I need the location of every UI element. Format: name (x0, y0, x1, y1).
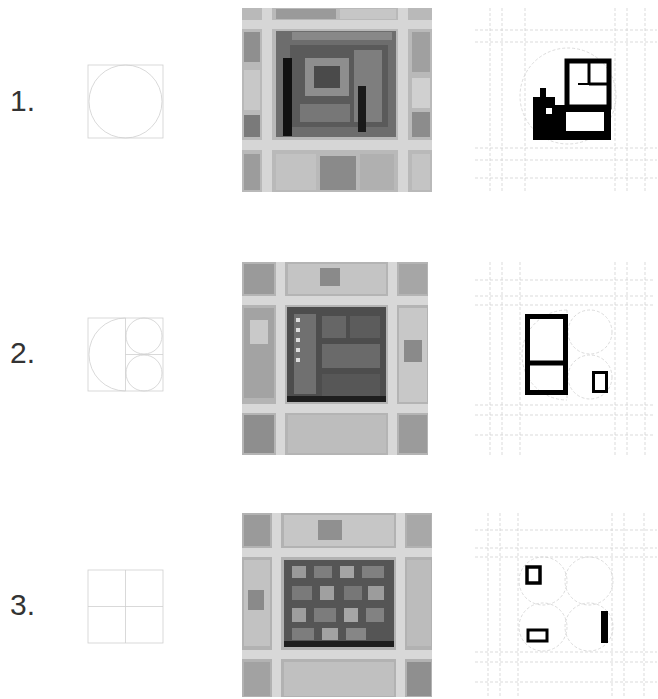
row-number: 1. (10, 86, 35, 116)
plan-building (527, 317, 607, 393)
plan-grid (475, 8, 657, 192)
aerial-photo (242, 513, 432, 697)
plan-building (527, 567, 608, 643)
geometry-sketch (88, 570, 163, 643)
plan-building (533, 61, 611, 140)
row-number: 3. (10, 590, 35, 620)
row-number: 2. (10, 338, 35, 368)
geometry-sketch (88, 318, 163, 391)
aerial-photo (242, 8, 432, 192)
plan-grid (475, 262, 655, 455)
aerial-photo (242, 262, 428, 455)
plan-grid (475, 513, 657, 697)
geometry-sketch (88, 65, 163, 138)
